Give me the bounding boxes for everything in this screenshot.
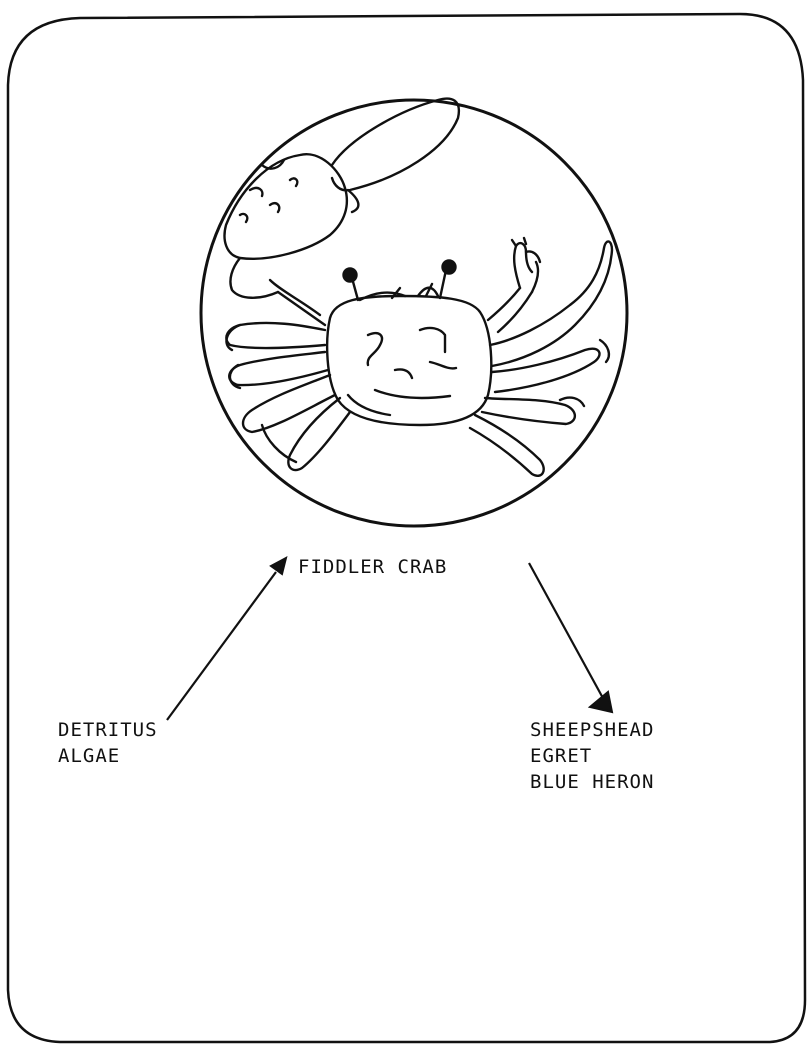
- arrow-crab-to-predators: [529, 563, 612, 712]
- food-source-item: ALGAE: [58, 743, 158, 769]
- fiddler-crab-illustration: [201, 99, 627, 526]
- predators-list: SHEEPSHEAD EGRET BLUE HERON: [530, 717, 654, 795]
- subject-label: FIDDLER CRAB: [298, 554, 447, 580]
- predator-item: SHEEPSHEAD: [530, 717, 654, 743]
- arrow-detritus-to-crab: [167, 558, 286, 720]
- predator-item: BLUE HERON: [530, 769, 654, 795]
- predator-item: EGRET: [530, 743, 654, 769]
- arrow-head-left: [271, 558, 286, 574]
- food-sources-list: DETRITUS ALGAE: [58, 717, 158, 769]
- food-source-item: DETRITUS: [58, 717, 158, 743]
